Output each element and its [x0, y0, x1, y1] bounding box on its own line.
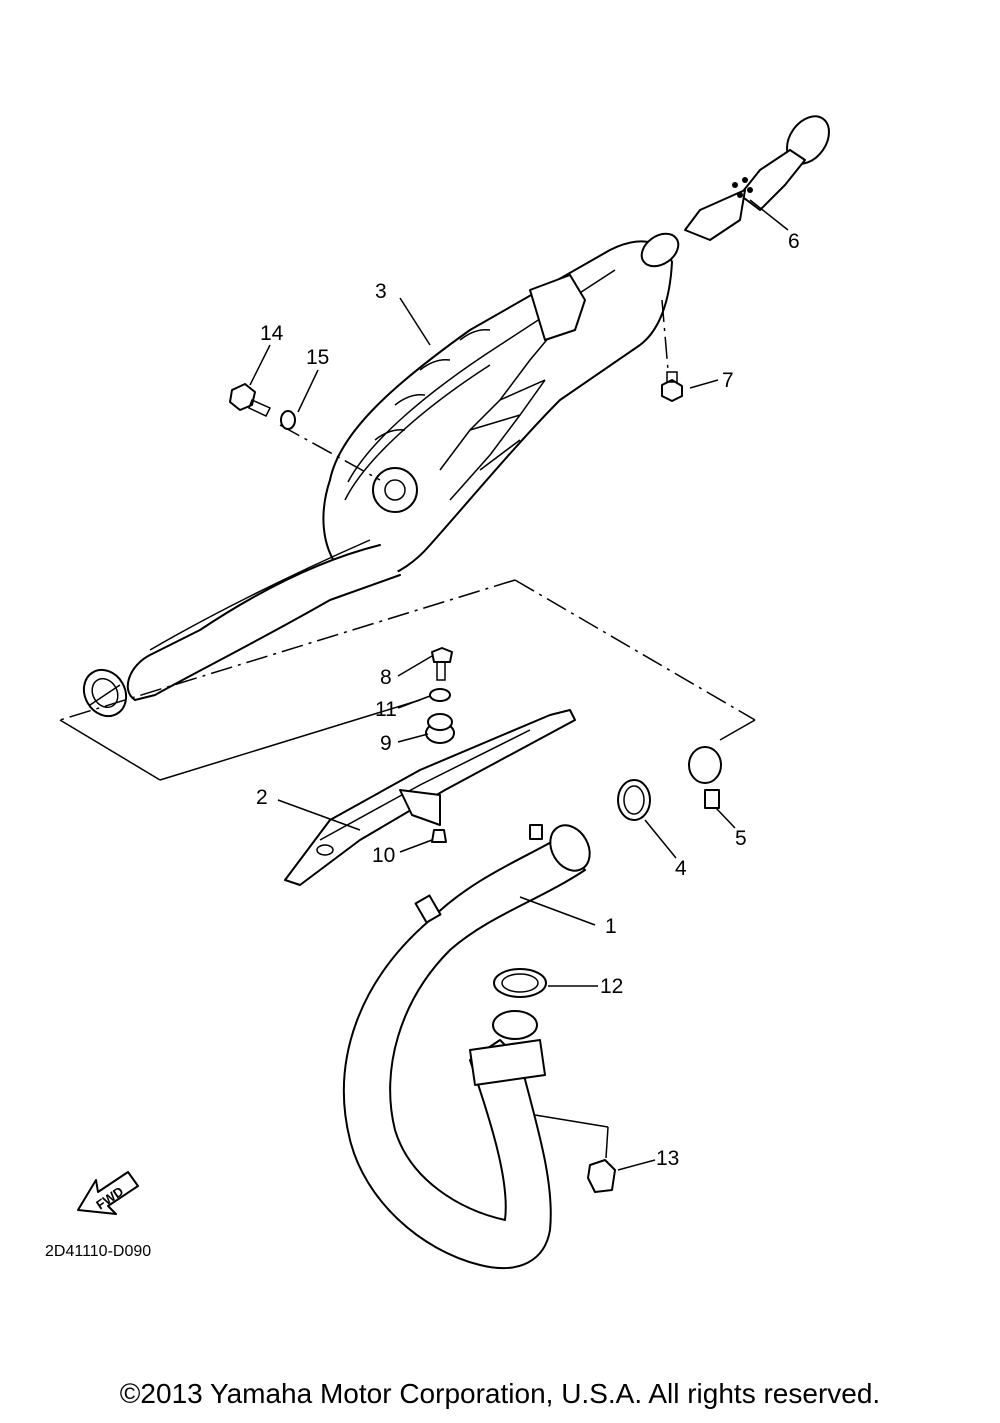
- nut-part-13[interactable]: [587, 1159, 616, 1193]
- callout-7: 7: [722, 369, 734, 392]
- callout-8: 8: [380, 666, 392, 689]
- callout-11: 11: [375, 698, 397, 721]
- callout-2: 2: [256, 786, 268, 809]
- callout-13: 13: [656, 1147, 679, 1170]
- bolt-part-7[interactable]: [661, 371, 683, 402]
- bracket-line-3: [719, 719, 756, 741]
- centerline-14: [279, 424, 381, 481]
- fwd-arrow-icon: FWD: [77, 1171, 139, 1215]
- callout-14: 14: [260, 322, 284, 345]
- callout-6: 6: [788, 230, 800, 253]
- stay-part-2[interactable]: [284, 709, 576, 886]
- joint-part-4[interactable]: [617, 779, 651, 821]
- muffler-part-3[interactable]: [76, 227, 685, 724]
- callout-12: 12: [600, 975, 623, 998]
- bolt-part-8[interactable]: [431, 647, 453, 681]
- callout-9: 9: [380, 732, 392, 755]
- callout-15: 15: [306, 346, 329, 369]
- centerline-7: [661, 299, 669, 371]
- callout-5: 5: [735, 827, 747, 850]
- callout-4: 4: [675, 857, 687, 880]
- bracket-line-2: [159, 699, 421, 781]
- copyright-notice: ©2013 Yamaha Motor Corporation, U.S.A. A…: [119, 1378, 881, 1409]
- leader-lines: [249, 199, 789, 1171]
- callout-3: 3: [375, 280, 387, 303]
- diagram-code: 2D41110-D090: [45, 1243, 151, 1260]
- centerline-left: [59, 579, 516, 721]
- clamp-part-5[interactable]: [688, 746, 722, 809]
- washer-part-15[interactable]: [280, 410, 296, 430]
- gasket-part-12[interactable]: [493, 968, 547, 998]
- exhaust-pipe-part-1[interactable]: [343, 818, 598, 1270]
- callout-10: 10: [372, 844, 395, 867]
- callout-1: 1: [605, 915, 617, 938]
- bracket-line: [59, 719, 161, 781]
- centerline-5: [514, 579, 756, 721]
- spark-arrester-part-6[interactable]: [684, 108, 838, 241]
- washer-part-11[interactable]: [429, 688, 451, 702]
- bolt-part-14[interactable]: [229, 383, 272, 417]
- collar-part-10[interactable]: [431, 829, 447, 843]
- damper-part-9[interactable]: [425, 713, 455, 744]
